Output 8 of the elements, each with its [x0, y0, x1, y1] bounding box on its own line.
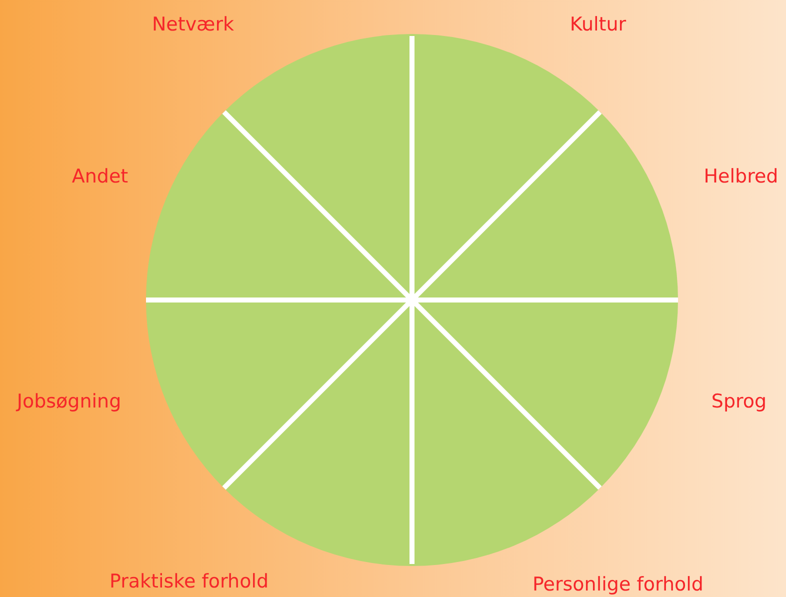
segment-label: Jobsøgning: [16, 392, 122, 412]
segment-label: Kultur: [570, 14, 626, 36]
segment-label: Praktiske forhold: [109, 572, 269, 592]
segment-label: Andet: [72, 166, 128, 188]
segment-label: Sprog: [711, 392, 767, 412]
segment-label: Netværk: [152, 14, 234, 36]
segment-label: Personlige forhold: [532, 574, 704, 596]
segment-label: Helbred: [704, 166, 778, 188]
